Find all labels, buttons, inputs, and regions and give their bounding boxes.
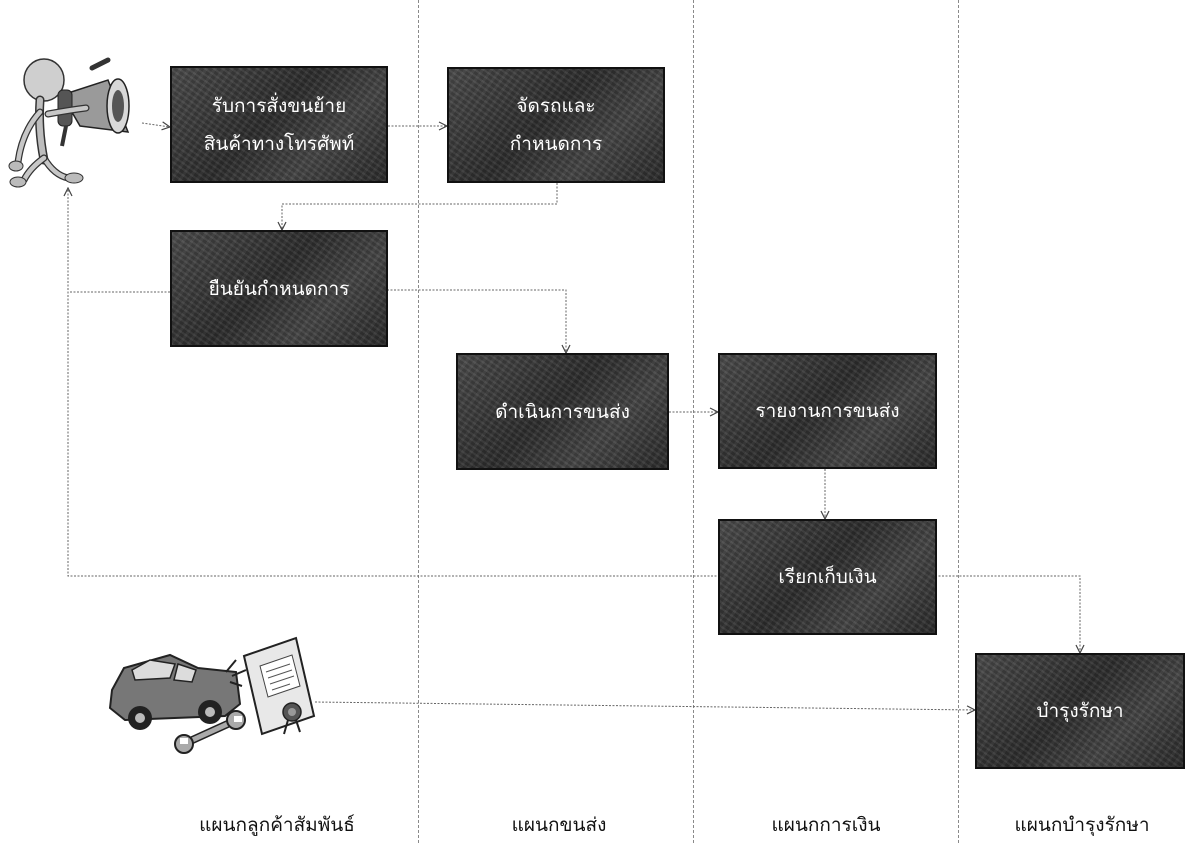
box-execute-delivery: ดำเนินการขนส่ง xyxy=(456,353,669,470)
box-confirm-schedule: ยืนยันกำหนดการ xyxy=(170,230,388,347)
arrow-announcer-to-receive xyxy=(141,123,170,127)
car-wrench-certificate-icon xyxy=(108,636,316,754)
megaphone-person-icon xyxy=(8,57,130,188)
box-receive-order-line2: สินค้าทางโทรศัพท์ xyxy=(203,132,355,155)
box-report-delivery: รายงานการขนส่ง xyxy=(718,353,937,469)
arrow-billing-to-maintenance xyxy=(935,575,1080,653)
box-execute-delivery-line1: ดำเนินการขนส่ง xyxy=(495,400,630,423)
box-report-delivery-line1: รายงานการขนส่ง xyxy=(755,400,900,422)
lane-divider-1 xyxy=(418,0,419,843)
arrow-service-to-maintenance xyxy=(314,701,975,710)
box-receive-order: รับการสั่งขนย้าย สินค้าทางโทรศัพท์ xyxy=(170,66,388,183)
arrow-billing-to-announcer xyxy=(68,188,720,577)
lane-label-transport: แผนกขนส่ง xyxy=(511,814,607,836)
box-maintenance-line1: บำรุงรักษา xyxy=(1036,700,1124,722)
box-confirm-schedule-line1: ยืนยันกำหนดการ xyxy=(208,277,350,300)
arrow-assign-to-confirm xyxy=(282,183,558,230)
lane-label-customer-relations: แผนกลูกค้าสัมพันธ์ xyxy=(199,814,355,836)
box-assign-vehicle-line1: จัดรถและ xyxy=(516,95,596,117)
lane-label-finance: แผนกการเงิน xyxy=(771,814,881,836)
box-billing: เรียกเก็บเงิน xyxy=(718,519,937,635)
box-maintenance: บำรุงรักษา xyxy=(975,653,1185,769)
lane-divider-3 xyxy=(958,0,959,843)
lane-divider-2 xyxy=(693,0,694,843)
box-receive-order-line1: รับการสั่งขนย้าย xyxy=(211,94,347,117)
box-assign-vehicle: จัดรถและ กำหนดการ xyxy=(447,67,665,183)
box-assign-vehicle-line2: กำหนดการ xyxy=(509,133,603,155)
arrow-confirm-to-execute xyxy=(387,289,566,353)
lane-label-maintenance: แผนกบำรุงรักษา xyxy=(1014,814,1150,836)
box-billing-line1: เรียกเก็บเงิน xyxy=(778,566,877,588)
